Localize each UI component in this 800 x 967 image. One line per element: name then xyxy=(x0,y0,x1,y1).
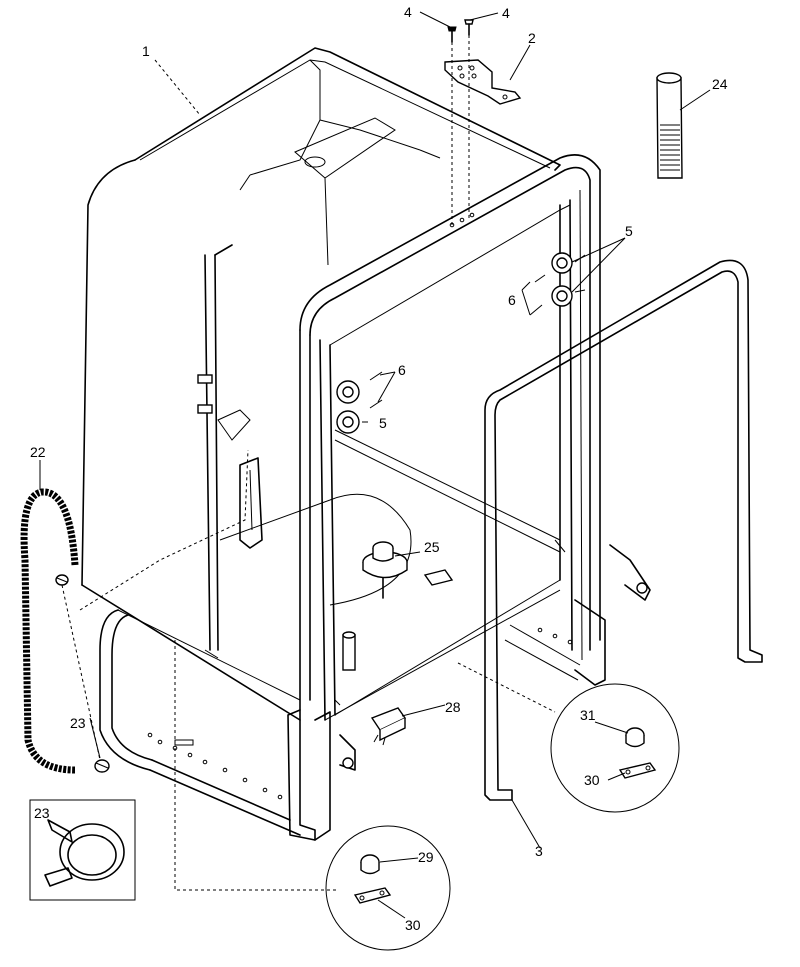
switch-28 xyxy=(370,707,407,746)
detail-circle-lower xyxy=(325,825,451,951)
bracket-30-lower xyxy=(353,887,392,904)
roller-5-lower-right xyxy=(551,285,573,307)
roller-5-upper-left xyxy=(336,380,360,404)
leader-lines xyxy=(39,11,711,919)
screw-4a xyxy=(447,26,457,43)
callout-1: 1 xyxy=(142,43,150,59)
callout-6a: 6 xyxy=(508,292,516,308)
bracket-30-upper xyxy=(618,762,657,779)
callout-5a: 5 xyxy=(625,223,633,239)
hose-clamp-23a xyxy=(55,574,69,586)
clamp-detail-box xyxy=(29,799,136,901)
thermostat-29 xyxy=(360,854,380,875)
thermostat-31 xyxy=(625,727,645,748)
callout-4b: 4 xyxy=(502,5,510,21)
callout-29: 29 xyxy=(418,849,434,865)
callout-30a: 30 xyxy=(584,772,600,788)
callout-24: 24 xyxy=(712,76,728,92)
drain-hose-22 xyxy=(20,488,79,774)
callout-23b: 23 xyxy=(34,805,50,821)
door-gasket-3 xyxy=(484,259,763,801)
callout-28: 28 xyxy=(445,699,461,715)
callout-2: 2 xyxy=(528,30,536,46)
callout-6b: 6 xyxy=(398,362,406,378)
callout-22: 22 xyxy=(30,444,46,460)
tub xyxy=(81,47,651,841)
float-25 xyxy=(362,541,408,599)
callout-4a: 4 xyxy=(404,4,412,20)
top-bracket xyxy=(444,59,522,105)
callout-30b: 30 xyxy=(405,917,421,933)
screw-4b xyxy=(464,19,474,36)
callout-31: 31 xyxy=(580,707,596,723)
callout-3: 3 xyxy=(535,843,543,859)
detail-circle-upper xyxy=(550,683,680,813)
callout-23a: 23 xyxy=(70,715,86,731)
callout-25: 25 xyxy=(424,539,440,555)
hose-24 xyxy=(656,72,683,179)
hose-clamp-23b xyxy=(94,759,110,773)
callout-labels: 1 2 4 4 24 5 6 6 5 22 25 28 31 23 30 23 … xyxy=(30,4,728,933)
callout-5b: 5 xyxy=(379,415,387,431)
roller-5-upper-right xyxy=(551,252,573,274)
roller-5-lower-left xyxy=(336,410,360,434)
